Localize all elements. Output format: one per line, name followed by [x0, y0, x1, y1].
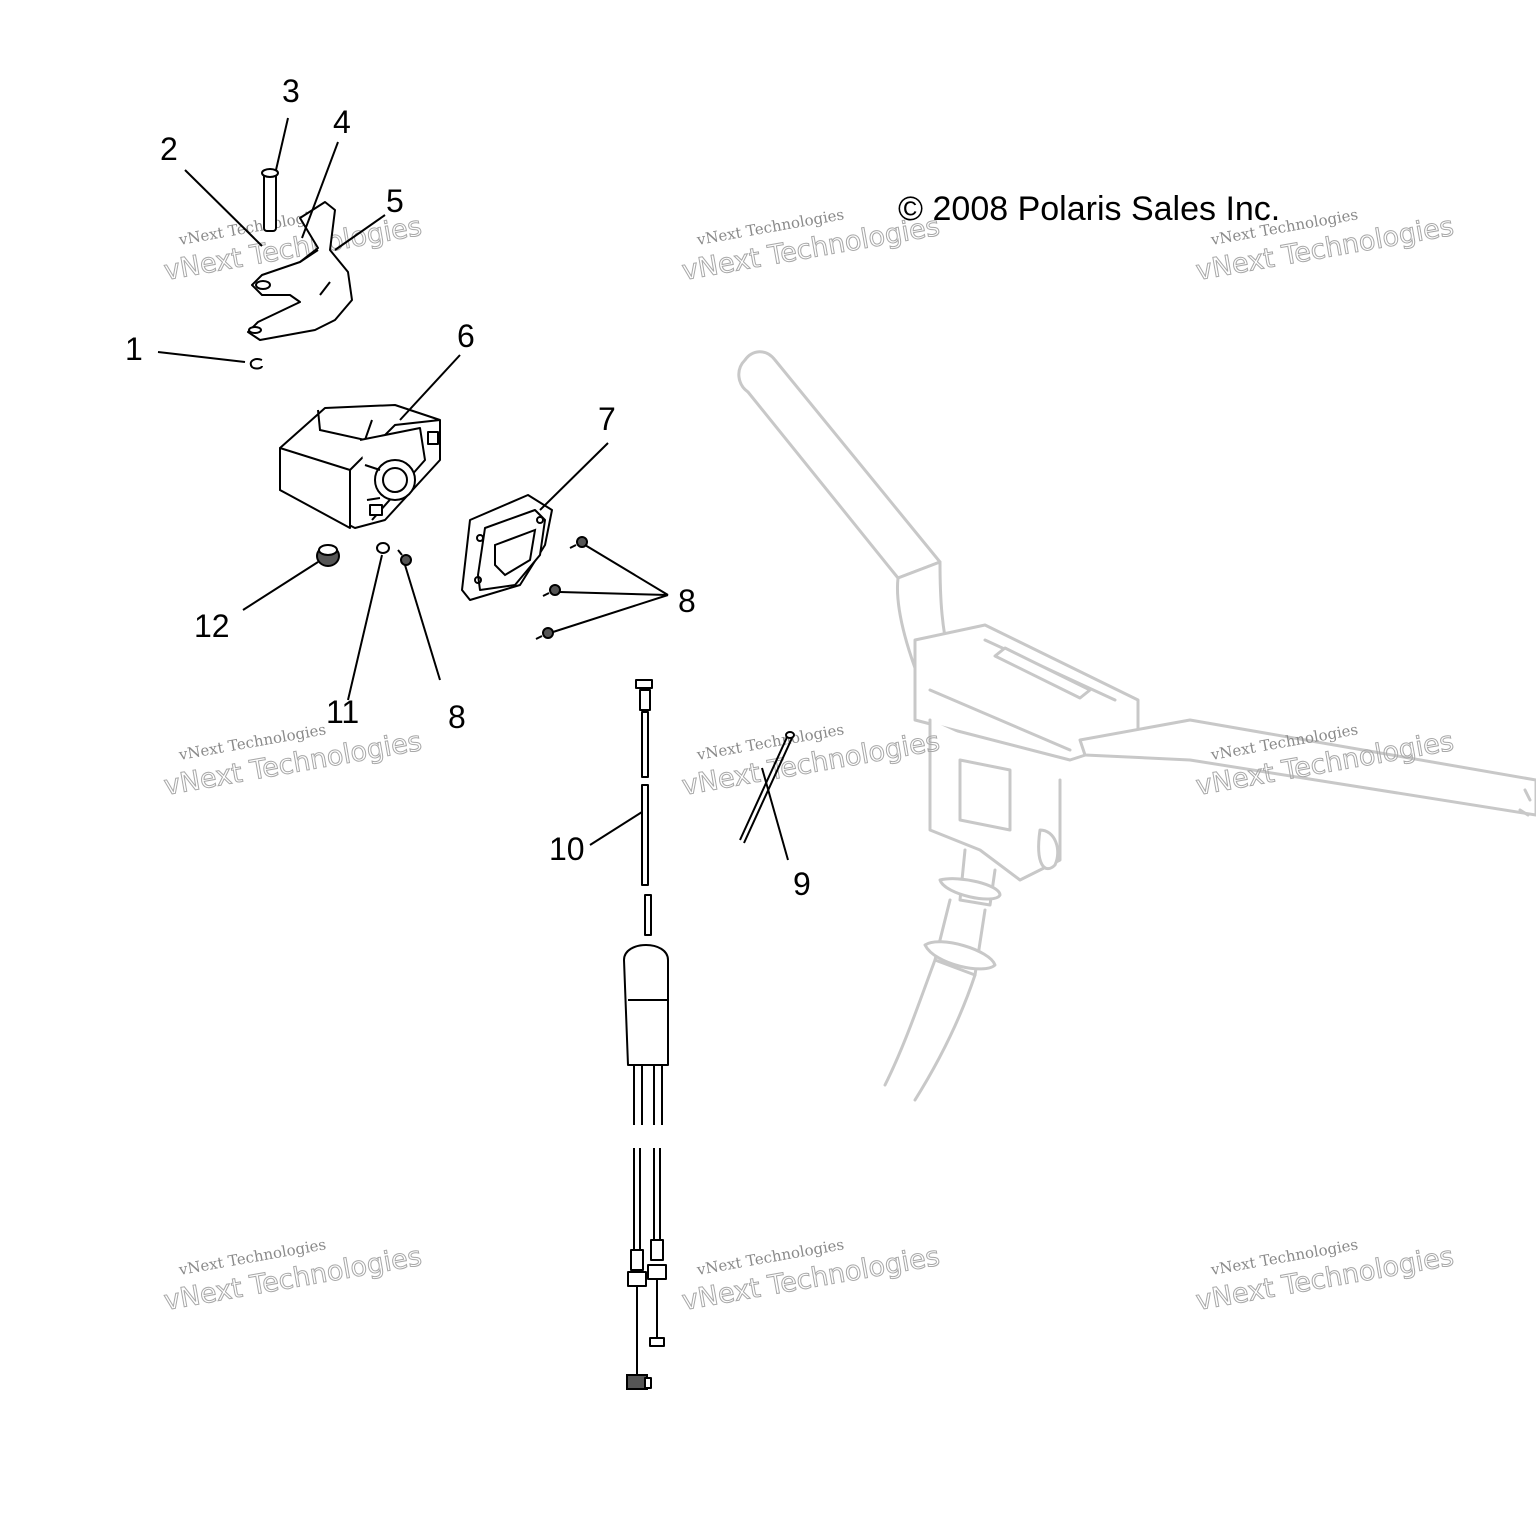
part-cover-plate: [461, 494, 553, 601]
part-throttle-lever: [247, 201, 353, 341]
callout-12: 12: [194, 608, 230, 644]
handlebar-ghost: [737, 350, 1536, 1102]
callout-10: 10: [549, 831, 585, 867]
part-washer: [376, 542, 390, 554]
watermark-8: vNext Technologies vNext Technologies: [679, 1235, 942, 1317]
callout-8: 8: [448, 699, 466, 735]
part-pin: [261, 168, 279, 232]
leader-lines: [157, 117, 789, 861]
callout-1: 1: [125, 331, 143, 367]
callout-3: 3: [282, 73, 300, 109]
callout-7: 7: [598, 401, 616, 437]
callout-6: 6: [457, 318, 475, 354]
callout-5: 5: [386, 183, 404, 219]
callout-4: 4: [333, 104, 351, 140]
part-throttle-cable: [623, 679, 669, 1390]
callout-8: 8: [678, 583, 696, 619]
part-throttle-housing: [279, 404, 441, 529]
watermark-5: vNext Technologies vNext Technologies: [679, 720, 942, 802]
callout-11: 11: [326, 694, 359, 730]
callout-labels: 1 2 3 4 5 6 7 8 8 9 10 11 12: [125, 73, 811, 902]
watermarks: vNext Technologies vNext Technologies vN…: [161, 205, 1456, 1317]
callout-9: 9: [793, 866, 811, 902]
part-e-clip: [249, 358, 263, 370]
part-nut: [316, 544, 340, 567]
watermark-7: vNext Technologies vNext Technologies: [161, 1235, 424, 1317]
watermark-9: vNext Technologies vNext Technologies: [1193, 1235, 1456, 1317]
callout-2: 2: [160, 131, 178, 167]
copyright-text: © 2008 Polaris Sales Inc.: [898, 190, 1280, 228]
watermark-4: vNext Technologies vNext Technologies: [161, 720, 424, 802]
